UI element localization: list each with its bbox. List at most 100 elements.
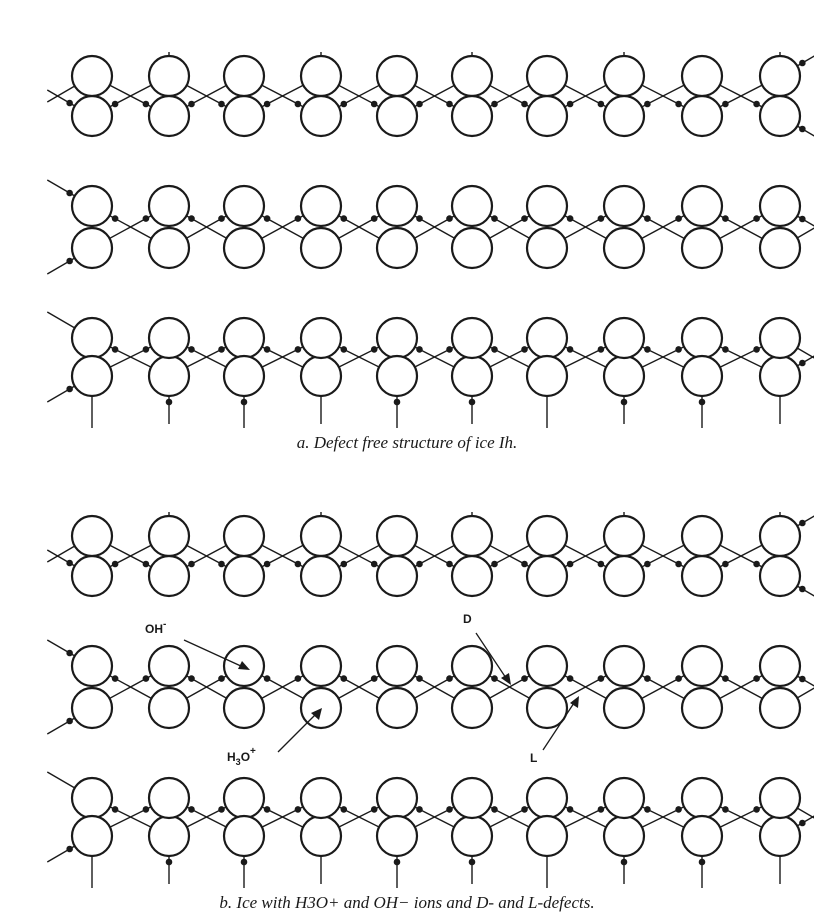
oxygen-atom [147, 94, 191, 138]
hydrogen-atom [294, 346, 302, 353]
h3o-arrowhead [311, 708, 322, 720]
oxygen-atom [222, 814, 266, 858]
hydrogen-atom [188, 560, 195, 568]
hydrogen-atom [491, 100, 498, 108]
oxygen-atom [450, 644, 494, 688]
oxygen-atom [299, 514, 343, 558]
oxygen-atom [602, 54, 646, 98]
hydrogen-atom [521, 100, 528, 108]
oxygen-atom [758, 54, 802, 98]
oxygen-atom [680, 226, 724, 270]
hydrogen-atom [644, 346, 651, 353]
d-defect-annotation: D [463, 612, 511, 685]
oxygen-atom [222, 686, 266, 730]
hydrogen-atom [566, 675, 574, 682]
oxygen-atom [525, 54, 569, 98]
h3o-label: H3O+ [227, 746, 256, 767]
hydrogen-atom [111, 215, 119, 222]
hydrogen-atom [446, 100, 453, 108]
hydrogen-atom [521, 215, 528, 222]
oxygen-atom [147, 184, 191, 228]
hydrogen-atom [66, 845, 73, 853]
hydrogen-atom [393, 398, 401, 406]
hydrogen-atom [142, 675, 150, 682]
oxygen-atom [758, 554, 802, 598]
oxygen-atom [375, 644, 419, 688]
oxygen-atom [525, 644, 569, 688]
l-label: L [530, 751, 537, 765]
hydrogen-atom [218, 215, 225, 222]
hydrogen-atom [722, 215, 729, 222]
hydrogen-atom [566, 346, 574, 353]
hydrogen-atom [66, 99, 73, 107]
oxygen-atom [680, 644, 724, 688]
hydrogen-atom [675, 806, 682, 813]
hydrogen-atom [753, 806, 760, 813]
oxygen-atom [222, 226, 266, 270]
oxygen-atom [147, 316, 191, 360]
hydrogen-atom [597, 100, 605, 108]
hydrogen-atom [566, 560, 574, 568]
hydrogen-atom [753, 560, 760, 568]
oxygen-atom [375, 514, 419, 558]
oxygen-atom [375, 354, 419, 398]
hydrogen-atom [799, 585, 806, 593]
oxygen-atom [525, 686, 569, 730]
hydrogen-atom [188, 675, 195, 682]
oxygen-atom [602, 814, 646, 858]
oxygen-atom [758, 316, 802, 360]
oxygen-atom [299, 644, 343, 688]
oxygen-atom [450, 514, 494, 558]
oxygen-atom [299, 354, 343, 398]
oxygen-atom [222, 514, 266, 558]
hydrogen-atom [620, 858, 628, 866]
h3o-ion-annotation: H3O+ [227, 708, 322, 767]
oxygen-atom [299, 184, 343, 228]
oxygen-atom [602, 776, 646, 820]
oxygen-atom [680, 94, 724, 138]
oxygen-atom [299, 316, 343, 360]
hydrogen-atom [188, 100, 195, 108]
oh-arrow [183, 639, 244, 668]
hydrogen-atom [263, 346, 271, 353]
oxygen-atom [450, 54, 494, 98]
oxygen-atom [525, 514, 569, 558]
hydrogen-atom [142, 806, 150, 813]
oxygen-atom [375, 554, 419, 598]
oxygen-atom [758, 686, 802, 730]
d-label: D [463, 612, 472, 626]
hydrogen-atom [446, 675, 453, 682]
hydrogen-atom [698, 398, 706, 406]
hydrogen-atom [468, 858, 476, 866]
caption-panel-a: a. Defect free structure of ice Ih. [296, 433, 518, 452]
oxygen-atom [758, 354, 802, 398]
oxygen-atom [680, 54, 724, 98]
oxygen-atom [680, 776, 724, 820]
oxygen-atom [758, 814, 802, 858]
hydrogen-atom [566, 100, 574, 108]
hydrogen-atom [698, 858, 706, 866]
oxygen-atom [758, 776, 802, 820]
oxygen-atom [147, 54, 191, 98]
hydrogen-atom [597, 215, 605, 222]
hydrogen-atom [799, 59, 806, 67]
hydrogen-atom [753, 346, 760, 353]
hydrogen-atom [416, 675, 423, 682]
hydrogen-atom [294, 100, 302, 108]
oxygen-atom [147, 644, 191, 688]
oxygen-atom [602, 226, 646, 270]
oxygen-atom [525, 776, 569, 820]
oxygen-atom [70, 776, 114, 820]
hydrogen-atom [111, 806, 119, 813]
oxygen-atom [299, 814, 343, 858]
hydrogen-atom [416, 806, 423, 813]
hydrogen-atom [66, 559, 73, 567]
hydrogen-atom [142, 215, 150, 222]
l-defect-annotation: L [530, 696, 579, 765]
hydrogen-atom [370, 675, 378, 682]
hydrogen-atom [263, 215, 271, 222]
hydrogen-atom [294, 806, 302, 813]
hydrogen-atom [675, 346, 682, 353]
oxygen-atom [450, 316, 494, 360]
hydrogen-atom [491, 560, 498, 568]
